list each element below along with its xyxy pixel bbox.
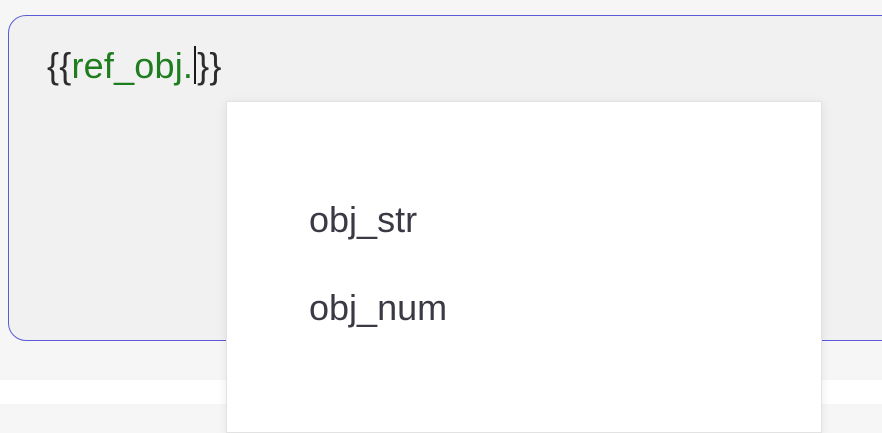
reference-path: ref_obj. (71, 45, 194, 86)
open-braces: {{ (47, 45, 72, 86)
editor-text-line[interactable]: {{ref_obj.}} (47, 44, 222, 88)
autocomplete-option-obj-num[interactable]: obj_num (309, 287, 448, 328)
autocomplete-option-obj-str[interactable]: obj_str (309, 199, 418, 240)
text-cursor (194, 46, 197, 84)
close-braces: }} (197, 45, 222, 86)
autocomplete-dropdown: obj_str obj_num (226, 101, 822, 433)
